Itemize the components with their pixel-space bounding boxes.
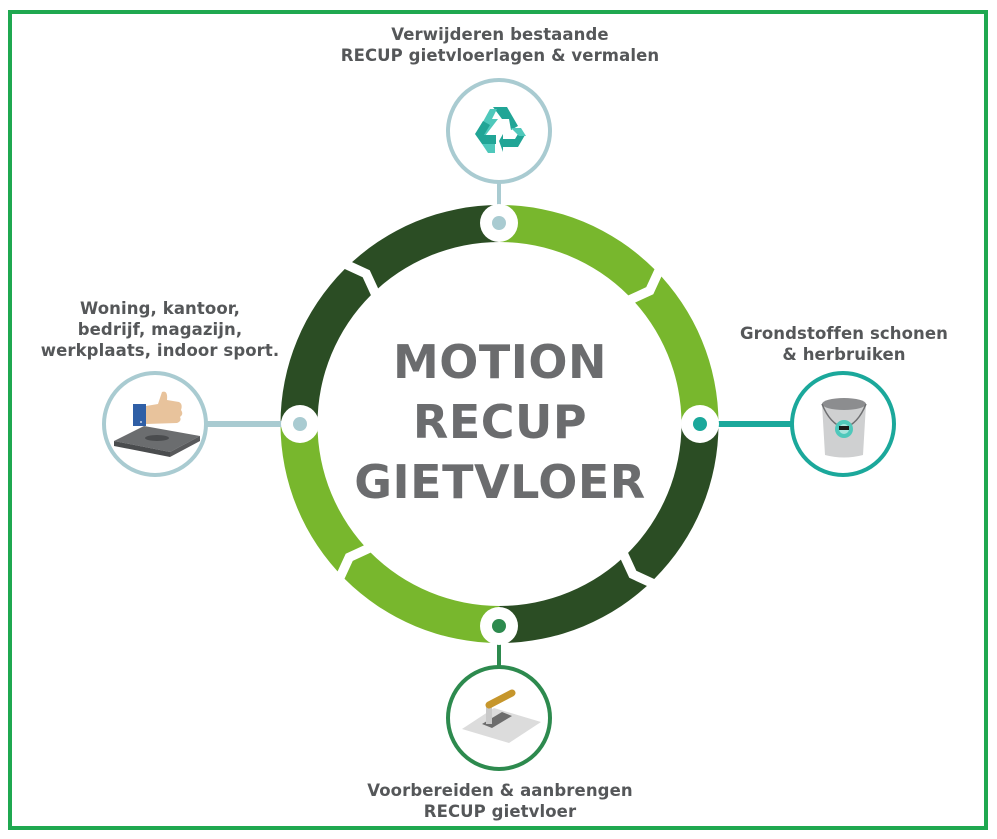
- label-bottom-line-2: RECUP gietvloer: [423, 802, 577, 821]
- label-top: Verwijderen bestaande RECUP gietvloerlag…: [300, 24, 700, 66]
- ring-segment-right-to-bottom: [499, 424, 719, 643]
- center-title-line-1: MOTION: [393, 335, 607, 389]
- label-right: Grondstoffen schonen & herbruiken: [724, 323, 964, 365]
- label-top-line-2: RECUP gietvloerlagen & vermalen: [340, 46, 660, 65]
- label-right-line-2: & herbruiken: [782, 345, 906, 364]
- arrow-notch-right-to-bottom: [614, 539, 668, 593]
- junction-right: [681, 405, 719, 443]
- node-bottom: [446, 665, 552, 771]
- label-bottom: Voorbereiden & aanbrengen RECUP gietvloe…: [330, 780, 670, 822]
- arrow-notch-bottom-to-left: [331, 539, 385, 593]
- label-right-line-1: Grondstoffen schonen: [739, 324, 949, 343]
- arrow-notch-top-to-right: [614, 255, 668, 309]
- label-left-line-2: bedrijf, magazijn,: [77, 320, 243, 339]
- node-right: [790, 371, 896, 477]
- thumbs-up-floor-icon: [114, 391, 200, 457]
- cycle-ring: [280, 205, 719, 643]
- outer-frame: [8, 10, 988, 830]
- ring-segment-left-to-top: [280, 205, 500, 424]
- ring-segment-bottom-to-left: [280, 424, 500, 643]
- label-top-line-1: Verwijderen bestaande: [391, 25, 609, 44]
- node-top: [446, 78, 552, 184]
- center-title-line-2: RECUP: [412, 395, 588, 449]
- ring-segment-top-to-right: [499, 205, 719, 424]
- center-title: MOTION RECUP GIETVLOER: [330, 332, 670, 512]
- recycle-icon: [475, 107, 526, 153]
- junction-top: [480, 204, 518, 242]
- center-title-line-3: GIETVLOER: [354, 455, 646, 509]
- junction-bottom: [480, 607, 518, 645]
- node-left: [102, 371, 208, 477]
- label-left-line-3: werkplaats, indoor sport.: [40, 341, 280, 360]
- label-left-line-1: Woning, kantoor,: [80, 299, 240, 318]
- bucket-icon: [821, 398, 867, 458]
- trowel-icon: [462, 689, 541, 743]
- arrow-notches: [331, 255, 668, 593]
- junction-left: [281, 405, 319, 443]
- label-bottom-line-1: Voorbereiden & aanbrengen: [367, 781, 633, 800]
- arrow-notch-left-to-top: [331, 255, 385, 309]
- label-left: Woning, kantoor, bedrijf, magazijn, werk…: [20, 298, 300, 361]
